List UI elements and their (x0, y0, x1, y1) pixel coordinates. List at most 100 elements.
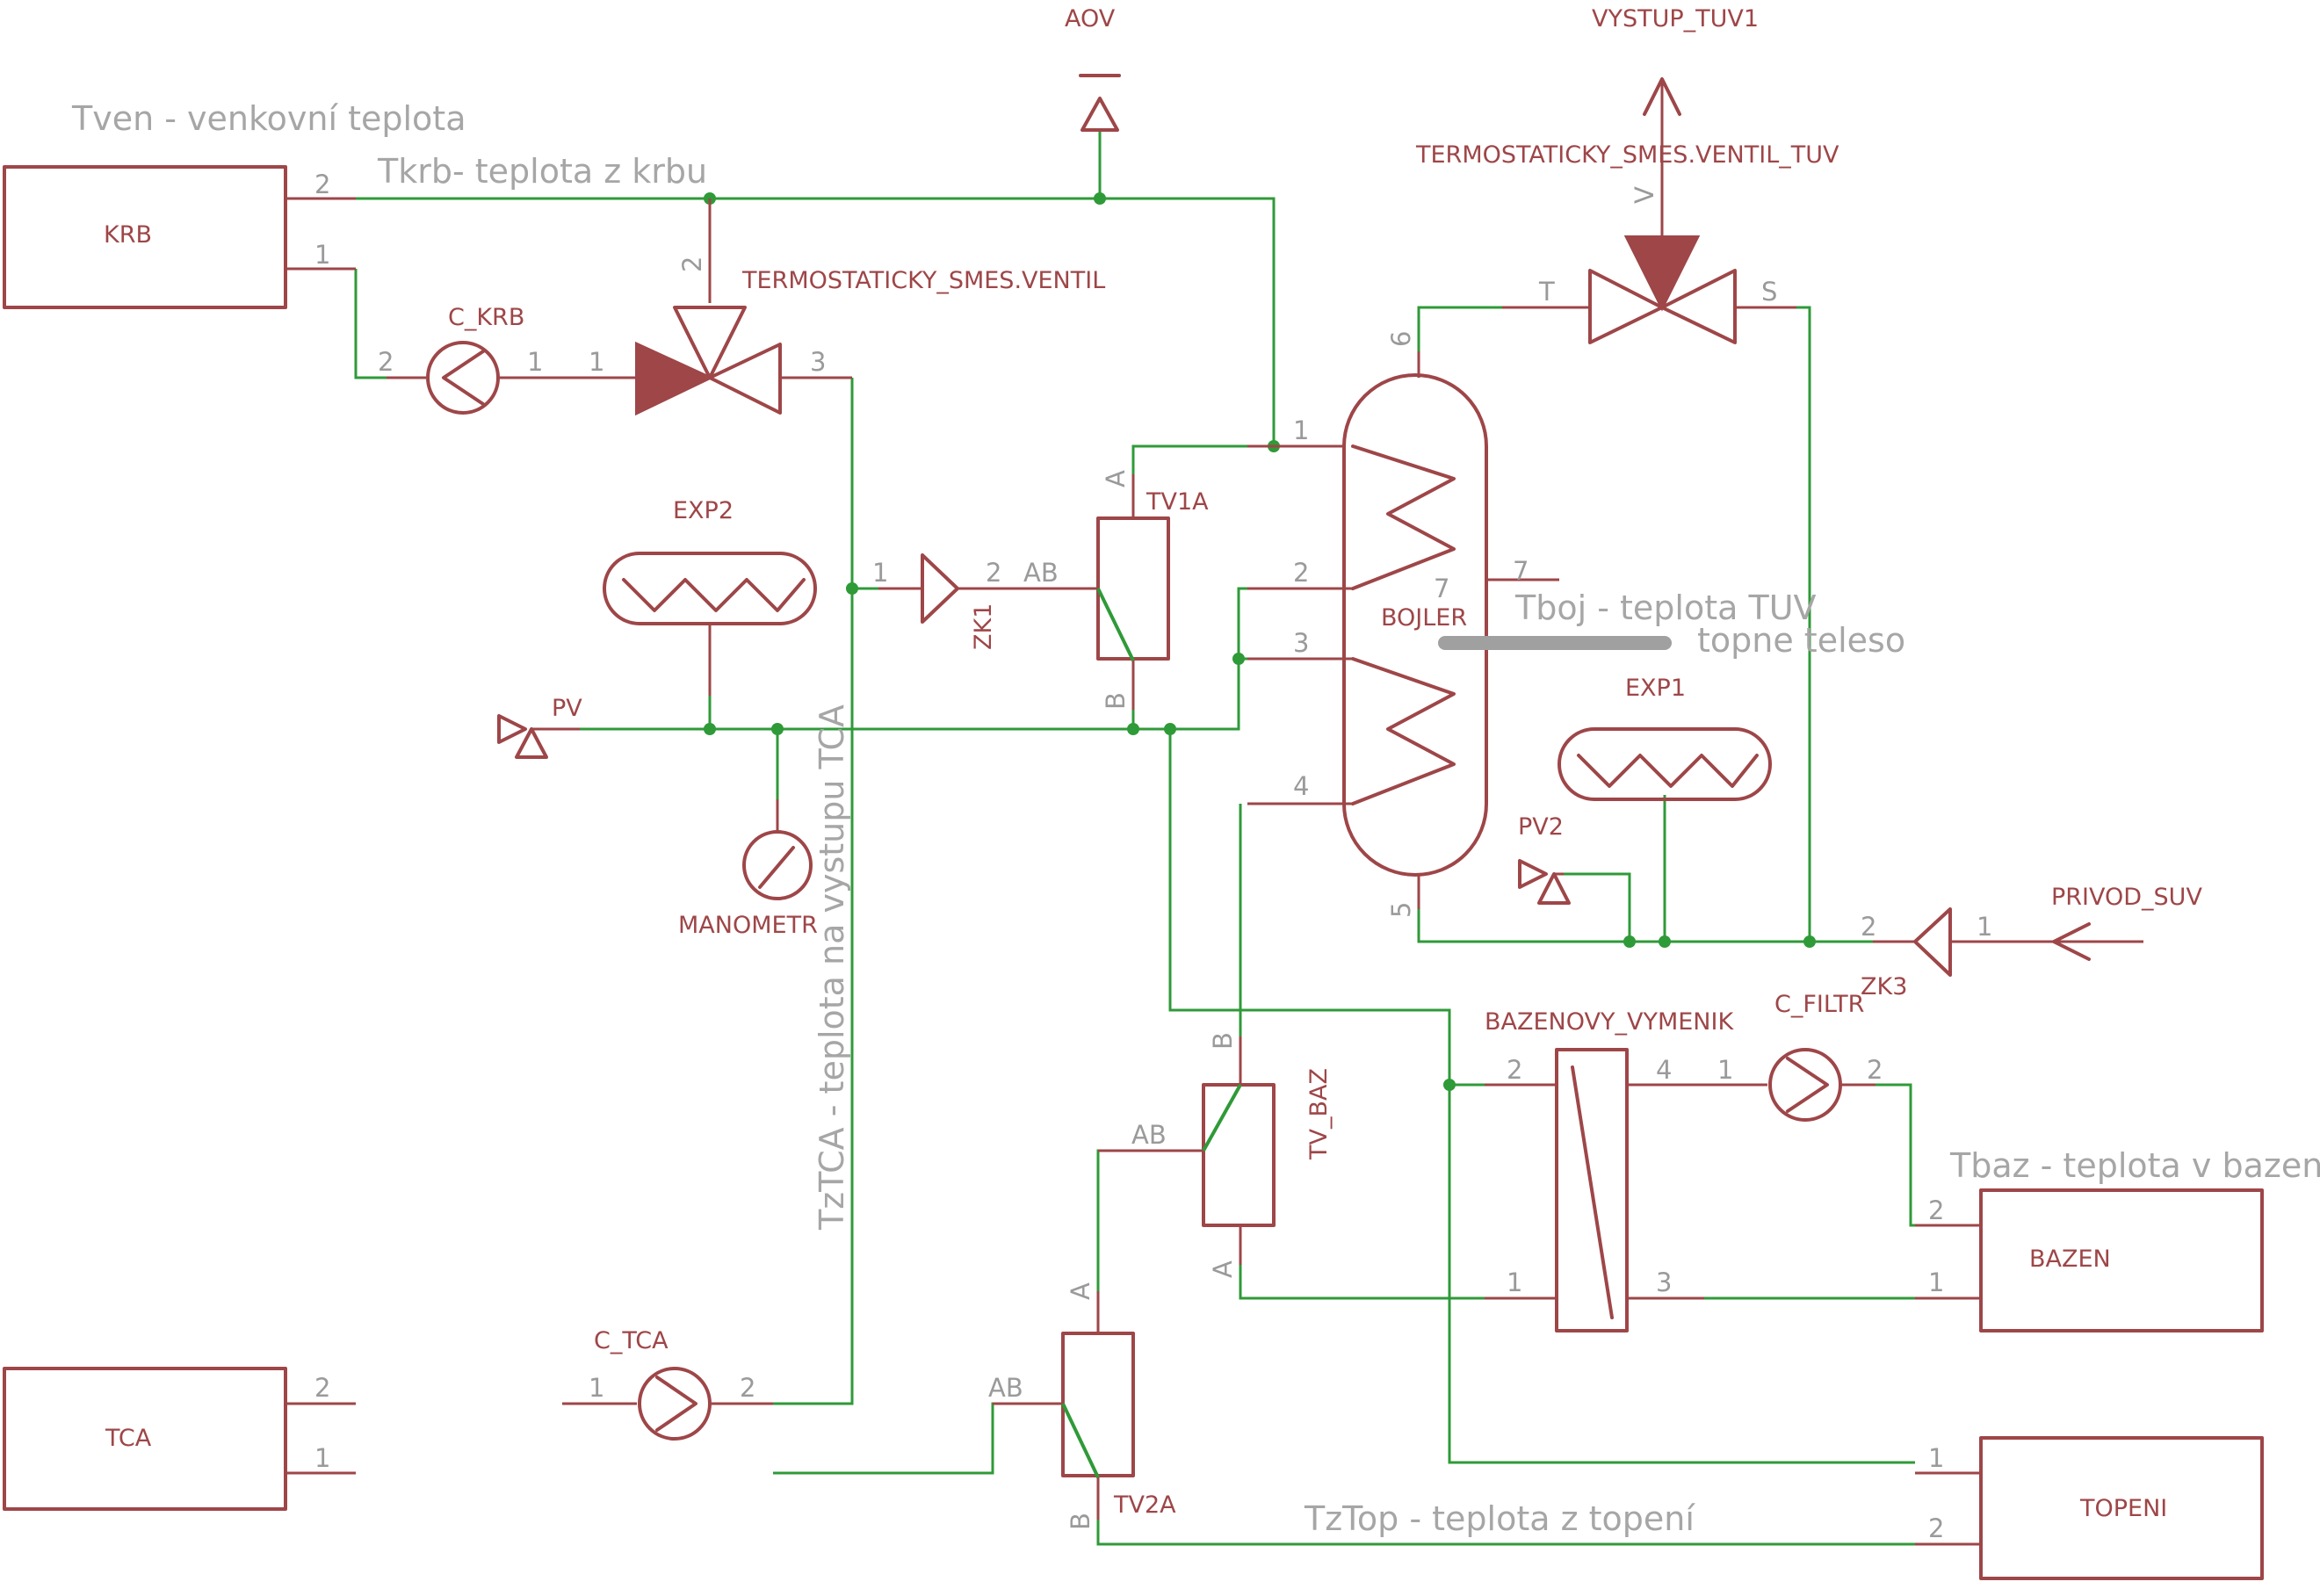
pin-krb-1: 1 (314, 240, 330, 270)
pin-zk3-2: 2 (1861, 912, 1876, 942)
topne-teleso-annotation: topne teleso (1697, 621, 1905, 660)
manometr-gauge (742, 799, 813, 900)
pin-bazen-2: 2 (1928, 1195, 1944, 1225)
bojler-label: BOJLER (1381, 604, 1467, 632)
tztop-annotation: TzTop - teplota z topení (1304, 1499, 1695, 1538)
pin-bojler-3: 3 (1293, 628, 1309, 658)
pin-zk1-1: 1 (872, 558, 888, 588)
mix-valve-tuv (1588, 235, 1737, 344)
c-filtr-label: C_FILTR (1774, 991, 1864, 1018)
pin-tvbaz-a: A (1208, 1260, 1238, 1278)
pin-topeni-2: 2 (1928, 1513, 1944, 1543)
tv-baz-label: TV_BAZ (1305, 1068, 1333, 1160)
tv1a-label: TV1A (1146, 488, 1209, 516)
pin-cfiltr-1: 1 (1717, 1055, 1733, 1085)
bazenovy-vymenik-label: BAZENOVY_VYMENIK (1485, 1008, 1734, 1036)
tca-box (3, 1367, 287, 1511)
pin-krb-2: 2 (314, 170, 330, 199)
c-krb-label: C_KRB (448, 304, 524, 331)
c-tca-label: C_TCA (594, 1327, 669, 1354)
bazen-label: BAZEN (2029, 1246, 2111, 1273)
pin-tca-1: 1 (314, 1443, 330, 1473)
pin-labels: 2 1 2 1 1 3 2 1 2 AB A B 1 2 3 4 6 5 7 7… (314, 170, 1992, 1543)
tboj-annotation: Tboj - teplota TUV (1514, 589, 1817, 627)
tv2a-valve (1061, 1332, 1135, 1478)
pin-bojler-7-out: 7 (1513, 556, 1529, 586)
aov-symbol (1079, 74, 1121, 132)
pin-tv2a-a: A (1066, 1282, 1095, 1300)
wires (354, 130, 1915, 1546)
krb-label: KRB (104, 221, 152, 249)
exp2-label: EXP2 (673, 497, 734, 524)
pin-bojler-6: 6 (1386, 331, 1416, 347)
exp2-tank (603, 552, 817, 696)
pin-tvbaz-ab: AB (1131, 1120, 1167, 1150)
zk1-label: ZK1 (970, 603, 997, 650)
mix-valve (635, 306, 782, 416)
topeni-label: TOPENI (2079, 1495, 2167, 1522)
mix-valve-tuv-label: TERMOSTATICKY_SMES.VENTIL_TUV (1415, 141, 1839, 169)
bazen-box (1979, 1188, 2264, 1332)
pin-bojler-1: 1 (1293, 415, 1309, 445)
c-krb-pump (426, 341, 500, 415)
pin-vym-3: 3 (1656, 1267, 1672, 1297)
pin-bojler-4: 4 (1293, 771, 1309, 801)
krb-box (3, 165, 287, 309)
tca-label: TCA (105, 1425, 152, 1452)
pin-mix-3: 3 (810, 347, 826, 377)
privod-suv-label: PRIVOD_SUV (2051, 884, 2202, 911)
exp1-label: EXP1 (1625, 675, 1686, 702)
manometr-label: MANOMETR (678, 912, 818, 939)
pin-ckrb-1: 1 (527, 347, 543, 377)
pin-tuv-s: S (1761, 277, 1777, 307)
pin-tv1a-a: A (1101, 470, 1131, 487)
pin-mix-2: 2 (677, 256, 707, 272)
pin-tv1a-b: B (1101, 692, 1131, 710)
annotations: Tven - venkovní teplota Tkrb- teplota z … (71, 99, 2320, 1538)
privod-suv-arrow (2052, 922, 2091, 961)
tv-baz-valve (1202, 1083, 1276, 1227)
pin-tv2a-ab: AB (988, 1373, 1023, 1403)
pin-ctca-1: 1 (589, 1373, 604, 1403)
pin-mix-1: 1 (589, 347, 604, 377)
pin-vym-1: 1 (1507, 1267, 1522, 1297)
aov-label: AOV (1065, 5, 1116, 32)
c-tca-pump (638, 1367, 712, 1441)
bojler-tank (1342, 373, 1488, 877)
pin-zk1-2: 2 (986, 558, 1001, 588)
tv1a-valve (1096, 516, 1170, 661)
pin-ckrb-2: 2 (378, 347, 394, 377)
pv2-valve (1518, 859, 1571, 905)
pin-vym-4: 4 (1656, 1055, 1672, 1085)
zk3-label: ZK3 (1861, 973, 1907, 1000)
pv-label: PV (552, 695, 582, 722)
pin-topeni-1: 1 (1928, 1443, 1944, 1473)
tbaz-annotation: Tbaz - teplota v bazenu (1949, 1146, 2320, 1185)
pin-tv1a-ab: AB (1023, 558, 1059, 588)
zk3-valve (1913, 907, 1952, 977)
zk1-valve (921, 553, 959, 624)
exp1-tank (1558, 727, 1772, 801)
vystup-tuv1-arrow (1643, 77, 1681, 116)
tv2a-label: TV2A (1113, 1491, 1176, 1519)
tkrb-annotation: Tkrb- teplota z krbu (377, 152, 707, 191)
pv2-label: PV2 (1518, 813, 1564, 841)
tztca-annotation: TzTCA - teplota na vystupu TCA (813, 704, 851, 1231)
pin-bojler-7-in: 7 (1434, 574, 1449, 603)
component-leads (285, 79, 2143, 1546)
c-filtr-pump (1768, 1048, 1842, 1122)
pin-tuv-t: T (1538, 277, 1555, 307)
bazenovy-vymenik-exchanger (1555, 1048, 1629, 1332)
pin-vym-2: 2 (1507, 1055, 1522, 1085)
pin-tuv-v: V (1630, 186, 1659, 204)
pin-bazen-1: 1 (1928, 1267, 1944, 1297)
pin-bojler-5: 5 (1386, 902, 1416, 918)
tven-annotation: Tven - venkovní teplota (71, 99, 466, 138)
pin-zk3-1: 1 (1977, 912, 1992, 942)
pin-bojler-2: 2 (1293, 558, 1309, 588)
topeni-box (1979, 1436, 2264, 1580)
pin-ctca-2: 2 (740, 1373, 755, 1403)
pin-tvbaz-b: B (1208, 1032, 1238, 1050)
vystup-tuv1-label: VYSTUP_TUV1 (1592, 5, 1759, 32)
